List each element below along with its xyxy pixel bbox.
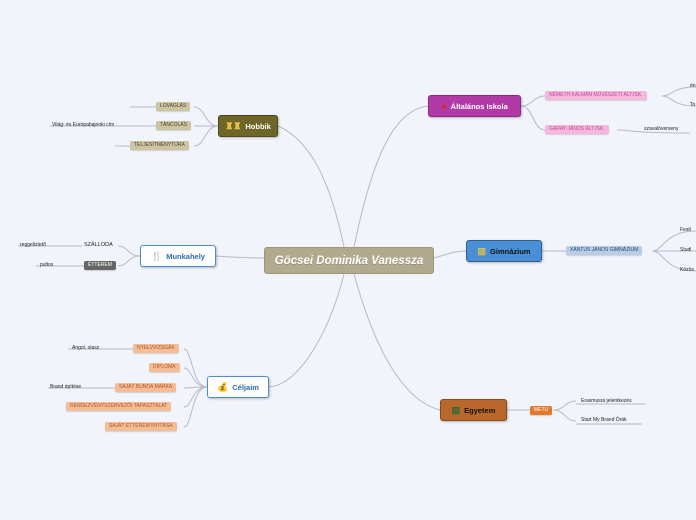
hobbik-item-tancolas[interactable]: TÁNCOLÁS bbox=[156, 121, 191, 130]
celjaim-leaf-brand-epitese[interactable]: Brand építése bbox=[50, 384, 82, 390]
gimnazium-leaf-kozos[interactable]: Közös bbox=[680, 267, 694, 273]
egyetem-node[interactable]: ▤ Egyetem bbox=[440, 399, 507, 421]
money-bag-icon: 💰 bbox=[217, 381, 229, 392]
celjaim-leaf-angol-olasz[interactable]: Angol, olasz bbox=[72, 345, 100, 351]
central-topic-title: Göcsei Dominika Vanessza bbox=[274, 254, 424, 267]
fork-knife-icon: 🍴 bbox=[151, 250, 163, 261]
celjaim-item-etterem-nyitasa[interactable]: SAJÁT ÉTTEREM NYITÁSA bbox=[105, 422, 177, 431]
celjaim-label: Céljaim bbox=[232, 382, 259, 392]
building-icon: ▥ bbox=[477, 245, 487, 256]
celjaim-item-nyelvvizsgak[interactable]: NYELVVIZSGÁK bbox=[133, 344, 179, 353]
egyetem-label: Egyetem bbox=[464, 405, 496, 415]
binoculars-icon: ♜♜ bbox=[225, 120, 242, 131]
celjaim-item-diploma[interactable]: DIPLOMA bbox=[149, 363, 180, 372]
books-icon: ▤ bbox=[451, 404, 461, 415]
gimnazium-label: Gimnázium bbox=[490, 246, 531, 256]
munkahely-item-szalloda[interactable]: SZÁLLODA bbox=[84, 242, 113, 248]
altalanos-leaf-to[interactable]: To bbox=[690, 102, 696, 108]
altalanos-leaf-szavaloverseny[interactable]: szavalóverseny bbox=[644, 126, 679, 132]
altalanos-iskola-label: Általános Iskola bbox=[450, 101, 508, 111]
munkahely-item-etterem[interactable]: ÉTTEREM bbox=[84, 261, 116, 270]
gimnazium-leaf-studi[interactable]: Studi bbox=[680, 247, 692, 253]
munkahely-label: Munkahely bbox=[166, 251, 205, 261]
celjaim-item-bunda-marka[interactable]: SAJÁT BUNDA MÁRKA bbox=[115, 383, 177, 392]
egyetem-leaf-start-my-brand[interactable]: Start My Brand Órák bbox=[581, 417, 627, 423]
altalanos-leaf-en[interactable]: én bbox=[690, 83, 696, 89]
munkahely-leaf-pultos[interactable]: pultos bbox=[40, 262, 54, 268]
hobbik-label: Hobbik bbox=[245, 121, 271, 131]
egyetem-leaf-erasmus[interactable]: Erasmusra jelentkezés bbox=[581, 398, 632, 404]
hobbik-item-teljesitmenytura[interactable]: TELJESÍTMÉNYTÚRA bbox=[130, 141, 189, 150]
central-topic[interactable]: Göcsei Dominika Vanessza bbox=[264, 247, 434, 274]
hobbik-leaf-bajnoki-cim[interactable]: Világ- és Európabajnoki cím bbox=[52, 122, 115, 128]
gimnazium-item-xantus-janos[interactable]: XÁNTUS JÁNOS GIMNÁZIUM bbox=[566, 246, 643, 255]
munkahely-leaf-reggelizteto[interactable]: reggeliztető bbox=[20, 242, 46, 248]
altalanos-iskola-node[interactable]: ● Általános Iskola bbox=[428, 95, 521, 117]
munkahely-node[interactable]: 🍴 Munkahely bbox=[140, 245, 216, 267]
hobbik-node[interactable]: ♜♜ Hobbik bbox=[218, 115, 278, 137]
gimnazium-leaf-festi[interactable]: Festi bbox=[680, 227, 691, 233]
celjaim-node[interactable]: 💰 Céljaim bbox=[207, 376, 269, 398]
hobbik-item-lovaglas[interactable]: LOVAGLÁS bbox=[156, 102, 191, 111]
apple-icon: ● bbox=[441, 101, 447, 111]
gimnazium-node[interactable]: ▥ Gimnázium bbox=[466, 240, 542, 262]
celjaim-item-rendezvenyszervezoi[interactable]: RENDEZVÉNYSZERVEZŐI TAPASZTALAT bbox=[66, 402, 172, 411]
egyetem-item-metu[interactable]: METU bbox=[530, 406, 553, 415]
altalanos-item-garay-janos[interactable]: GARAY JÁNOS ÁLT.ISK. bbox=[545, 125, 609, 134]
altalanos-item-nemeth-kalman[interactable]: NÉMETH KÁLMÁN MŰVÉSZETI ÁLT.ISK. bbox=[545, 91, 647, 100]
